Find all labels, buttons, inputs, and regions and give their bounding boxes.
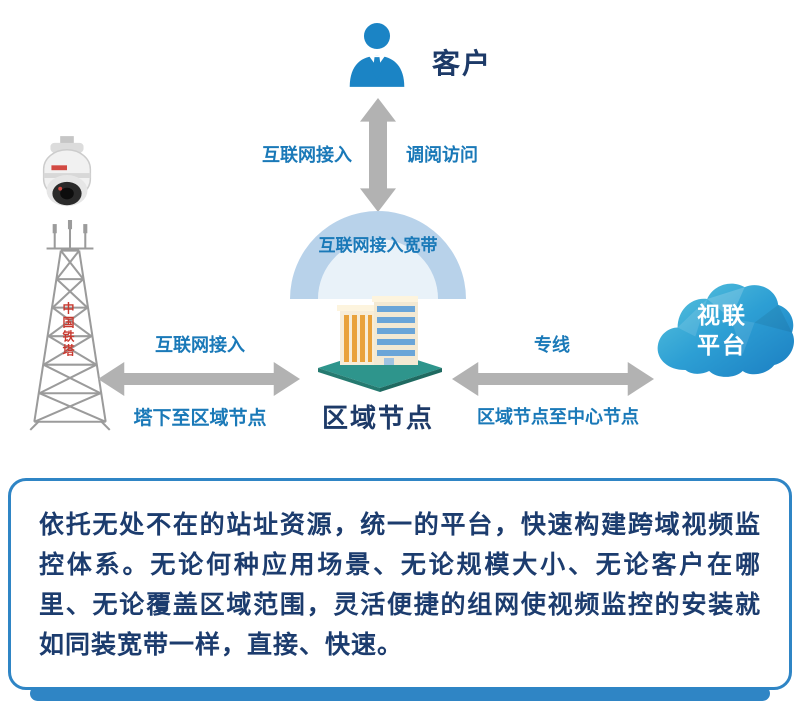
internet-access-left-label: 互联网接入 bbox=[155, 335, 245, 355]
cloud-label-line2: 平台 bbox=[697, 332, 747, 358]
cloud-label-line1: 视联 bbox=[697, 302, 747, 328]
vertical-double-arrow-icon bbox=[360, 98, 396, 212]
video-platform-cloud-icon: 视联 平台 bbox=[648, 270, 796, 394]
surveillance-camera-icon bbox=[30, 136, 104, 218]
node-to-center-label: 区域节点至中心节点 bbox=[477, 407, 639, 427]
left-double-arrow-icon bbox=[98, 362, 300, 396]
internet-access-top-label: 互联网接入 bbox=[262, 145, 352, 165]
customer-label: 客户 bbox=[432, 48, 493, 79]
dedicated-line-label: 专线 bbox=[534, 335, 570, 355]
retrieval-access-label: 调阅访问 bbox=[406, 145, 478, 165]
telecom-tower-icon: 中国铁塔 bbox=[24, 220, 116, 434]
broadband-arc-label: 互联网接入宽带 bbox=[318, 236, 438, 255]
customer-person-icon bbox=[346, 16, 408, 92]
regional-node-label: 区域节点 bbox=[321, 403, 434, 433]
broadband-arc-icon bbox=[289, 210, 467, 300]
tower-brand-label: 中国铁塔 bbox=[61, 302, 75, 358]
right-double-arrow-icon bbox=[452, 362, 654, 396]
description-text: 依托无处不在的站址资源，统一的平台，快速构建跨域视频监控体系。无论何种应用场景、… bbox=[39, 511, 761, 659]
tower-to-node-label: 塔下至区域节点 bbox=[133, 408, 267, 429]
regional-node-building-icon bbox=[310, 276, 450, 394]
description-box: 依托无处不在的站址资源，统一的平台，快速构建跨域视频监控体系。无论何种应用场景、… bbox=[8, 478, 792, 690]
